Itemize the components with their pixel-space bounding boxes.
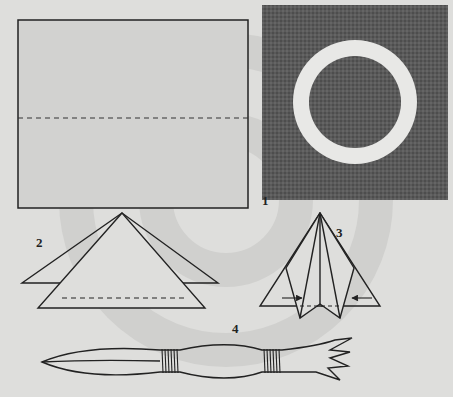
callout-number: 1 (262, 194, 269, 207)
callout-number: 3 (336, 226, 343, 239)
binding-windings (162, 349, 280, 373)
fold-line (18, 117, 248, 118)
target-photo (262, 5, 448, 200)
folded-triangles (22, 213, 218, 308)
paper-sheet (18, 20, 248, 208)
callout-number: 2 (36, 236, 43, 249)
finished-figure (42, 338, 352, 380)
folded-cone (260, 213, 380, 318)
callout-number: 4 (232, 322, 239, 335)
